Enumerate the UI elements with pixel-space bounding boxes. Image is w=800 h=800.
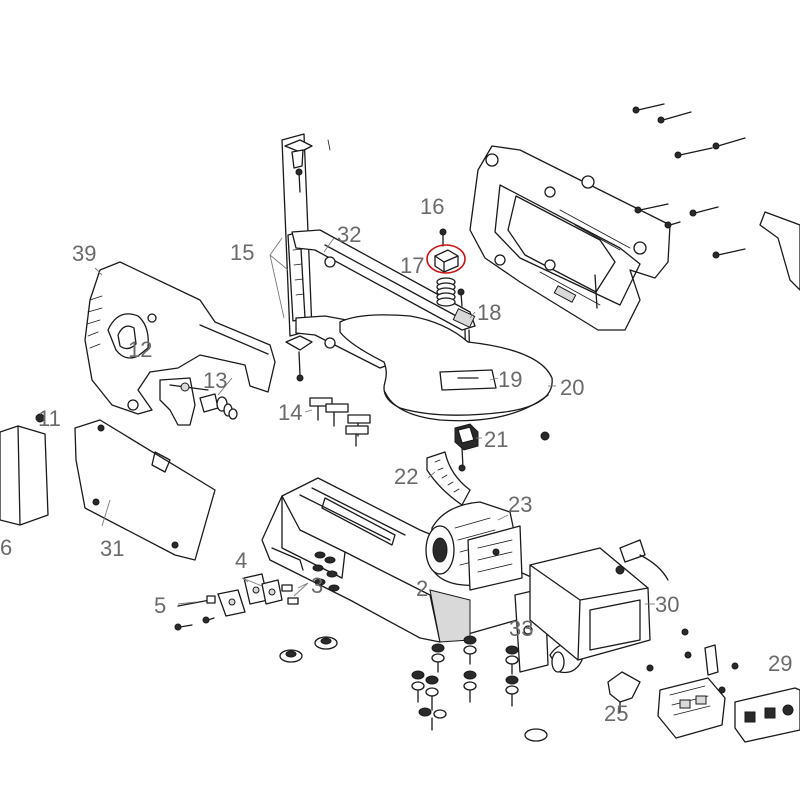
small-screws-bottom-right bbox=[646, 628, 739, 694]
callout-17: 17 bbox=[400, 253, 424, 278]
knob-25 bbox=[607, 671, 641, 703]
left-edge-housing bbox=[0, 425, 49, 526]
highlight-circle bbox=[426, 244, 466, 274]
callout-12: 12 bbox=[128, 337, 152, 362]
callout-16: 16 bbox=[420, 194, 444, 219]
bolt-stacks bbox=[312, 551, 519, 731]
right-edge-cover bbox=[759, 211, 800, 291]
callout-22: 22 bbox=[394, 464, 418, 489]
callout-4: 4 bbox=[235, 548, 247, 573]
callout-23: 23 bbox=[508, 492, 532, 517]
callout-31: 31 bbox=[100, 536, 124, 561]
screw-11 bbox=[35, 413, 45, 423]
callout-19: 19 bbox=[498, 367, 522, 392]
callout-21: 21 bbox=[484, 427, 508, 452]
callout-30: 30 bbox=[655, 592, 679, 617]
motor-cover-39 bbox=[84, 261, 276, 415]
linkage-12-13 bbox=[159, 377, 238, 426]
switch-box-30 bbox=[529, 539, 669, 661]
upper-arm-housing bbox=[469, 145, 671, 331]
housing-screws bbox=[632, 103, 746, 259]
callout-18: 18 bbox=[477, 300, 501, 325]
leader-lines bbox=[94, 237, 655, 605]
cover-plate-31 bbox=[74, 419, 216, 561]
callout-6: 6 bbox=[0, 535, 12, 560]
callout-15: 15 bbox=[230, 240, 254, 265]
rubber-feet bbox=[279, 636, 548, 742]
trunnion-21-22 bbox=[426, 423, 550, 506]
callout-3: 3 bbox=[311, 573, 323, 598]
callout-13: 13 bbox=[203, 368, 227, 393]
callout-32: 32 bbox=[337, 222, 361, 247]
control-board bbox=[657, 677, 726, 739]
work-table bbox=[339, 314, 553, 422]
screws-14 bbox=[309, 397, 371, 447]
callout-5: 5 bbox=[154, 593, 166, 618]
callout-20: 20 bbox=[560, 375, 584, 400]
callout-25: 25 bbox=[604, 701, 628, 726]
callout-2: 2 bbox=[416, 576, 428, 601]
callout-33: 33 bbox=[509, 616, 533, 641]
motor-23 bbox=[425, 501, 523, 591]
callout-29: 29 bbox=[768, 651, 792, 676]
callout-numbers: 16 17 15 32 39 18 12 13 19 20 11 14 21 2… bbox=[0, 194, 792, 726]
callout-11: 11 bbox=[38, 406, 61, 431]
panel-29 bbox=[734, 687, 800, 743]
blade-clamp-16-17 bbox=[426, 228, 466, 307]
callout-39: 39 bbox=[72, 241, 96, 266]
callout-14: 14 bbox=[278, 400, 302, 425]
